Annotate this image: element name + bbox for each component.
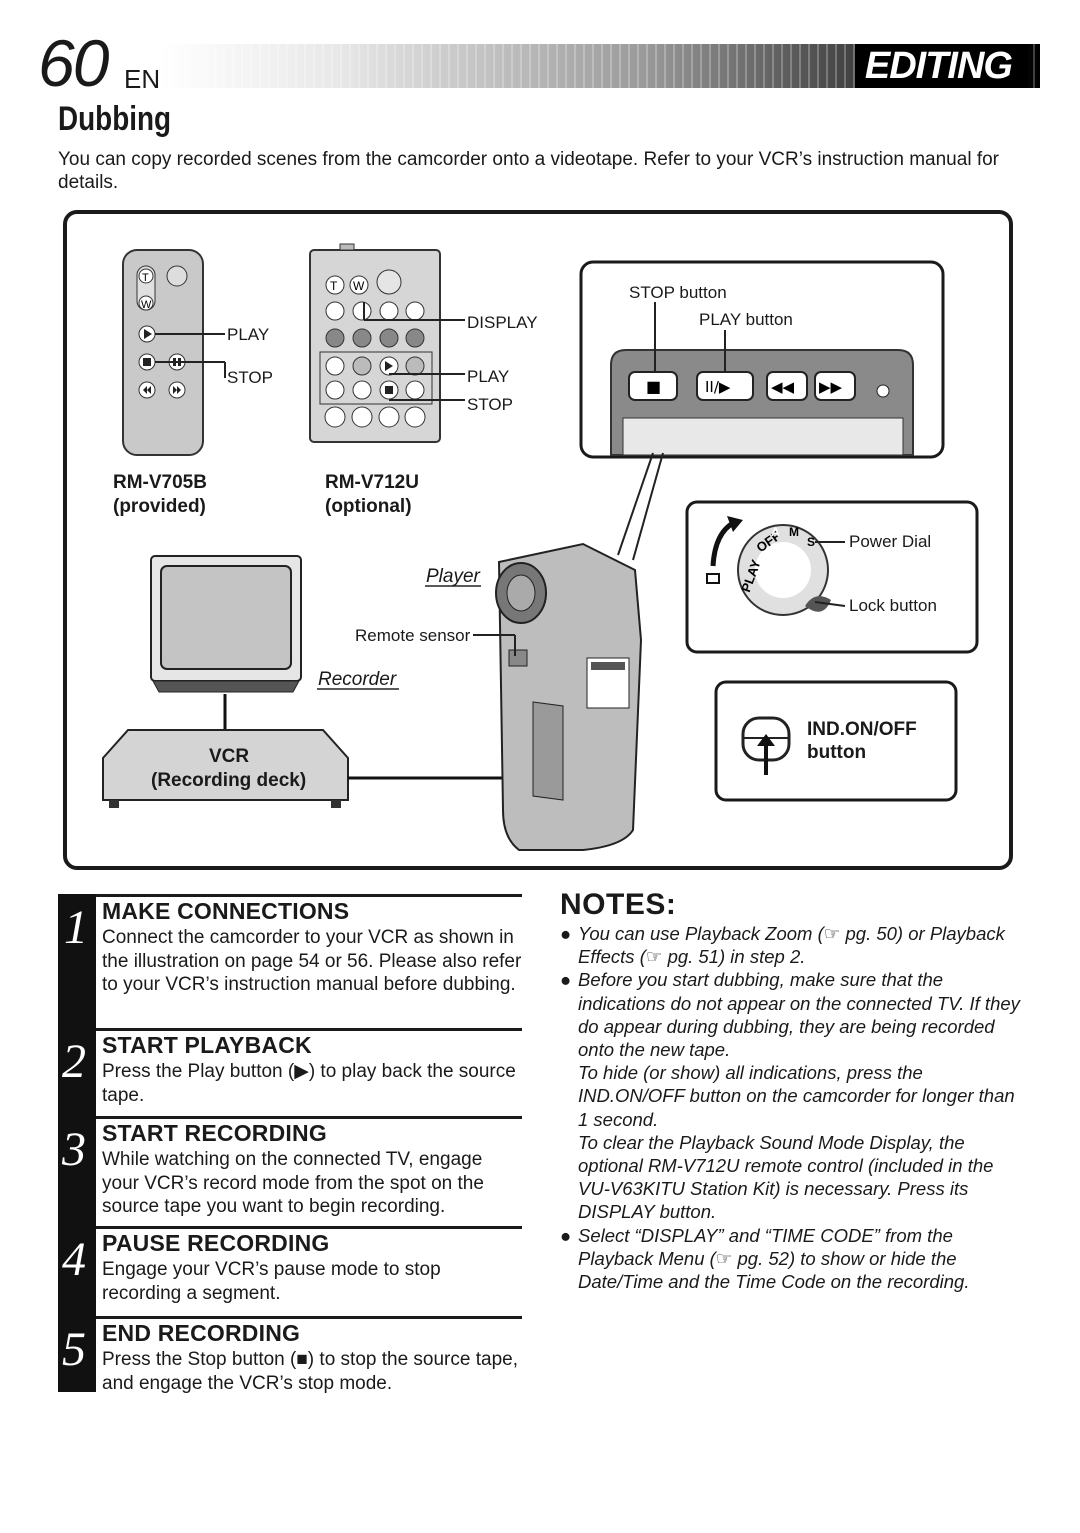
step-5-rule — [96, 1316, 522, 1319]
closeup-rew-symbol: ◀◀ — [771, 378, 795, 396]
remote-sensor-label: Remote sensor — [355, 626, 471, 645]
remote2-t-label: T — [330, 279, 338, 293]
remote-rm-v712u: T W DISPLAY PLAY STOP RM-V712U — [309, 243, 538, 517]
step-4-body: Engage your VCR’s pause mode to stop rec… — [102, 1259, 441, 1304]
remote-rm-v705b: T W PLAY STOP RM-V705B (provided) — [113, 249, 273, 517]
notes-list: ● You can use Playback Zoom (☞ pg. 50) o… — [560, 922, 1030, 1293]
remote1-note: (provided) — [113, 496, 206, 517]
step-1-body: Connect the camcorder to your VCR as sho… — [102, 927, 522, 995]
remote1-stop-label: STOP — [227, 368, 273, 387]
vcr-label: VCR — [209, 746, 249, 767]
dial-m-mark: M — [789, 525, 799, 539]
step-1-number: 1 — [64, 901, 88, 954]
section-label: EDITING — [854, 44, 1028, 88]
step-1: 1 MAKE CONNECTIONS Connect the camcorder… — [58, 894, 522, 1028]
closeup-stop-label: STOP button — [629, 283, 727, 302]
vcr-sublabel: (Recording deck) — [151, 770, 306, 791]
button-closeup: ■ II/▶ ◀◀ ▶▶ STOP button PLAY button — [579, 260, 945, 459]
remote1-w-label: W — [141, 299, 152, 311]
page-language: EN — [124, 64, 161, 94]
step-3-heading: START RECORDING — [102, 1120, 327, 1146]
step-5: 5 END RECORDING Press the Stop button (■… — [58, 1316, 522, 1394]
closeup-play-symbol: II/▶ — [705, 378, 731, 396]
note-item: ● Select “DISPLAY” and “TIME CODE” from … — [560, 1224, 1030, 1294]
step-3-body: While watching on the connected TV, enga… — [102, 1149, 484, 1217]
note-bullet: ● — [560, 923, 572, 944]
intro-text: You can copy recorded scenes from the ca… — [58, 149, 999, 193]
dial-s-mark: S — [807, 535, 815, 549]
step-4-rule — [96, 1226, 522, 1229]
remote2-stop-label: STOP — [467, 395, 513, 414]
step-5-body: Press the Stop button (■) to stop the so… — [102, 1349, 518, 1394]
step-2-number: 2 — [62, 1035, 86, 1088]
ind-label-line1: IND.ON/OFF — [807, 719, 917, 740]
remote1-t-label: T — [142, 272, 149, 284]
note-2-text-2: To hide (or show) all indications, press… — [578, 1062, 1015, 1130]
note-bullet: ● — [560, 969, 572, 991]
remote1-play-label: PLAY — [227, 325, 269, 344]
step-4-heading: PAUSE RECORDING — [102, 1230, 330, 1256]
player-label: Player — [426, 566, 481, 587]
step-2-heading: START PLAYBACK — [102, 1032, 312, 1058]
step-5-number: 5 — [62, 1323, 86, 1376]
power-dial-box: PLAY OFF A M S Power Dial Lock button — [685, 500, 979, 654]
remote2-display-label: DISPLAY — [467, 313, 538, 332]
note-bullet: ● — [560, 1224, 572, 1246]
ind-button-box: IND.ON/OFF button — [714, 680, 958, 802]
closeup-stop-symbol: ■ — [646, 377, 661, 396]
note-1-text: You can use Playback Zoom (☞ pg. 50) or … — [578, 923, 1005, 968]
step-1-heading: MAKE CONNECTIONS — [102, 898, 350, 924]
step-1-rule — [96, 894, 522, 897]
remote1-model: RM-V705B — [113, 472, 207, 493]
page-number: 60 — [38, 26, 109, 100]
note-2-text: Before you start dubbing, make sure that… — [578, 969, 1020, 1061]
notes-title: NOTES: — [560, 888, 677, 921]
note-2-text-3: To clear the Playback Sound Mode Display… — [578, 1131, 994, 1223]
recorder-label: Recorder — [318, 669, 397, 690]
step-4-number: 4 — [62, 1233, 86, 1286]
closeup-play-label: PLAY button — [699, 310, 793, 329]
tv — [150, 555, 302, 730]
lock-button-label: Lock button — [849, 596, 937, 615]
note-3-text: Select “DISPLAY” and “TIME CODE” from th… — [578, 1224, 970, 1293]
power-dial-label: Power Dial — [849, 532, 931, 551]
step-3-number: 3 — [62, 1123, 86, 1176]
page-title: Dubbing — [58, 100, 172, 138]
remote2-model: RM-V712U — [325, 472, 419, 493]
closeup-ff-symbol: ▶▶ — [819, 378, 843, 396]
step-3-rule — [96, 1116, 522, 1119]
vcr: VCR (Recording deck) — [102, 729, 513, 808]
diagram-frame — [63, 210, 1013, 870]
camcorder: Player Remote sensor Recorder — [317, 452, 664, 851]
steps-side-bar — [58, 894, 96, 1392]
step-2-rule — [96, 1028, 522, 1031]
step-4: 4 PAUSE RECORDING Engage your VCR’s paus… — [58, 1226, 522, 1316]
step-3: 3 START RECORDING While watching on the … — [58, 1116, 522, 1226]
note-item: ● Before you start dubbing, make sure th… — [560, 968, 1030, 1223]
step-2: 2 START PLAYBACK Press the Play button (… — [58, 1028, 522, 1116]
dial-a-mark: A — [771, 525, 780, 539]
remote2-note: (optional) — [325, 496, 412, 517]
remote2-play-label: PLAY — [467, 367, 509, 386]
ind-label-line2: button — [807, 742, 866, 763]
step-2-body: Press the Play button (▶) to play back t… — [102, 1061, 516, 1106]
dubbing-diagram: T W PLAY STOP RM-V705B (provided) T W — [102, 243, 979, 851]
note-item: ● You can use Playback Zoom (☞ pg. 50) o… — [560, 922, 1030, 968]
step-5-heading: END RECORDING — [102, 1320, 301, 1346]
remote2-w-label: W — [353, 279, 365, 293]
